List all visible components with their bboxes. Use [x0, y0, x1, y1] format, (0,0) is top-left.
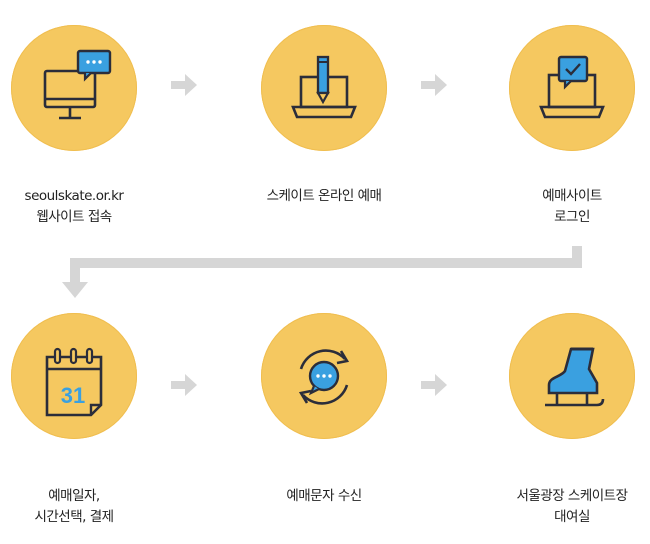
arrow-right-icon	[421, 374, 447, 396]
step-5-label: 예매문자 수신	[229, 486, 419, 507]
arrow-right-icon	[421, 74, 447, 96]
calendar-day: 31	[61, 383, 85, 408]
monitor-chat-icon	[43, 49, 112, 120]
step-5-line-1: 예매문자 수신	[286, 488, 362, 504]
step-6-line-1: 서울광장 스케이트장	[516, 488, 628, 504]
step-4-label: 예매일자, 시간선택, 결제	[0, 486, 169, 528]
step-6-line-2: 대여실	[554, 509, 590, 525]
step-2-circle	[261, 25, 387, 151]
step-4-circle: 31	[11, 313, 137, 439]
ice-skate-icon	[545, 347, 605, 407]
step-3-label: 예매사이트 로그인	[477, 186, 650, 228]
step-2-line-1: 스케이트 온라인 예매	[266, 188, 382, 204]
step-1-line-2: 웹사이트 접속	[36, 209, 112, 225]
calendar-icon: 31	[45, 347, 103, 417]
laptop-pencil-icon	[291, 55, 357, 119]
arrow-right-icon	[171, 374, 197, 396]
row-connector-arrow	[62, 246, 582, 298]
step-3-circle	[509, 25, 635, 151]
message-refresh-icon	[298, 349, 350, 405]
arrow-right-icon	[171, 74, 197, 96]
step-4-line-2: 시간선택, 결제	[34, 509, 114, 525]
step-1-line-1: seoulskate.or.kr	[24, 188, 124, 204]
step-3-line-1: 예매사이트	[542, 188, 602, 204]
step-6-label: 서울광장 스케이트장 대여실	[477, 486, 650, 528]
step-6-circle	[509, 313, 635, 439]
step-1-label: seoulskate.or.kr 웹사이트 접속	[0, 186, 169, 228]
laptop-check-chat-icon	[539, 55, 605, 119]
step-5-circle	[261, 313, 387, 439]
step-2-label: 스케이트 온라인 예매	[229, 186, 419, 207]
step-4-line-1: 예매일자,	[48, 488, 100, 504]
step-1-circle	[11, 25, 137, 151]
step-3-line-2: 로그인	[554, 209, 590, 225]
